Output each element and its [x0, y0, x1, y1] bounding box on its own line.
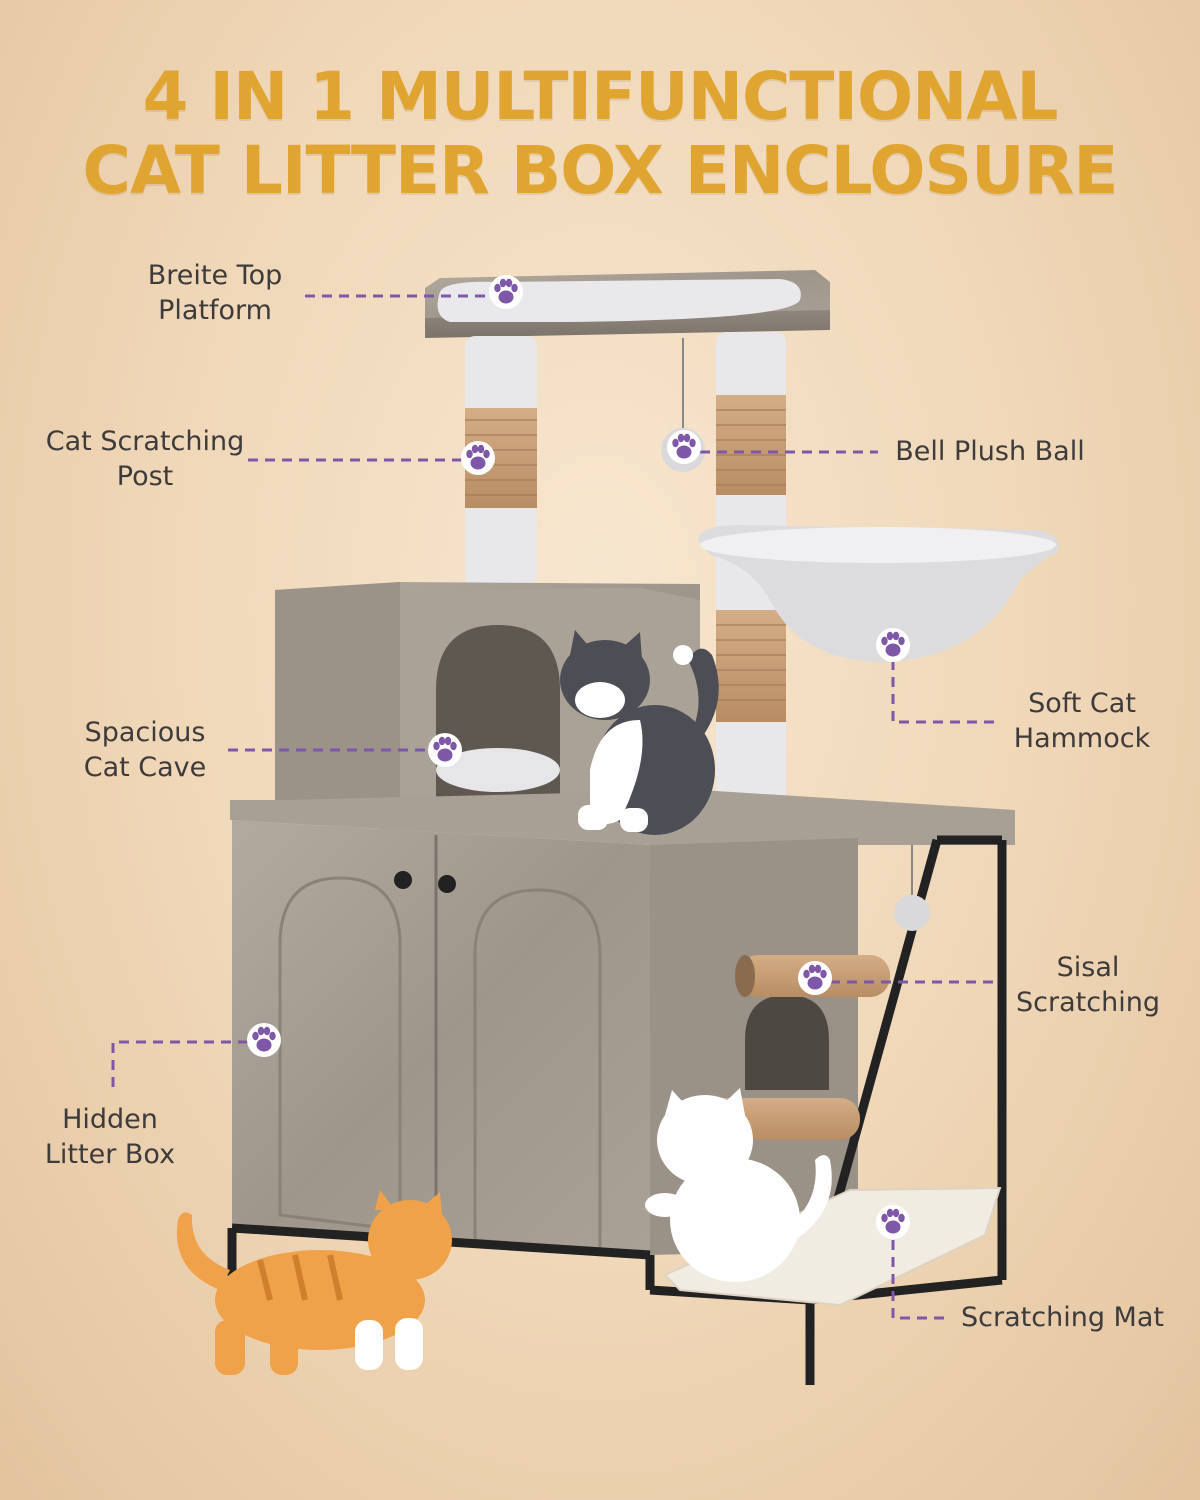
label-sisal-line1: Sisal [1056, 952, 1120, 983]
paw-icon [428, 733, 462, 767]
label-sisal-line2: Scratching [1016, 987, 1160, 1018]
headline-line-2: CAT LITTER BOX ENCLOSURE [82, 132, 1119, 209]
label-bell-ball: Bell Plush Ball [890, 434, 1090, 469]
label-cave-line2: Cat Cave [83, 752, 207, 783]
label-hammock-line2: Hammock [1013, 723, 1151, 754]
label-litter-box-line1: Hidden [62, 1104, 158, 1135]
label-scratching-post-line1: Cat Scratching [45, 426, 245, 457]
paw-icon [876, 628, 910, 662]
leader-line-mat [891, 1240, 948, 1320]
label-hammock: Soft Cat Hammock [1002, 686, 1162, 756]
paw-icon [876, 1205, 910, 1239]
label-cave: Spacious Cat Cave [70, 715, 220, 785]
leader-lines [111, 294, 1000, 1320]
white-cat-illustration [645, 1088, 832, 1282]
label-cave-line1: Spacious [84, 717, 206, 748]
leader-line-litter-box [111, 1040, 248, 1090]
paw-icon [247, 1023, 281, 1057]
tuxedo-cat-illustration [560, 630, 719, 835]
paw-icon [489, 275, 523, 309]
paw-icon [667, 430, 701, 464]
leader-line-hammock [891, 660, 1000, 724]
label-mat: Scratching Mat [955, 1300, 1170, 1335]
hanging-ball [894, 845, 930, 931]
paw-icon [461, 441, 495, 475]
label-mat-line1: Scratching Mat [961, 1302, 1164, 1333]
label-top-platform-line2: Platform [158, 295, 272, 326]
top-platform [425, 270, 830, 338]
label-hammock-line1: Soft Cat [1028, 688, 1136, 719]
label-scratching-post-line2: Post [116, 461, 174, 492]
paw-icon [798, 961, 832, 995]
soft-cat-hammock [698, 525, 1059, 662]
label-top-platform-line1: Breite Top [147, 260, 283, 291]
label-bell-ball-line1: Bell Plush Ball [895, 436, 1085, 467]
label-litter-box-line2: Litter Box [44, 1139, 176, 1170]
label-sisal: Sisal Scratching [1008, 950, 1168, 1020]
label-litter-box: Hidden Litter Box [36, 1102, 184, 1172]
orange-cat-illustration [176, 1190, 452, 1375]
label-scratching-post: Cat Scratching Post [40, 424, 250, 494]
label-top-platform: Breite Top Platform [140, 258, 290, 328]
headline-line-1: 4 IN 1 MULTIFUNCTIONAL [142, 58, 1059, 135]
litter-cabinet [230, 790, 1015, 1255]
